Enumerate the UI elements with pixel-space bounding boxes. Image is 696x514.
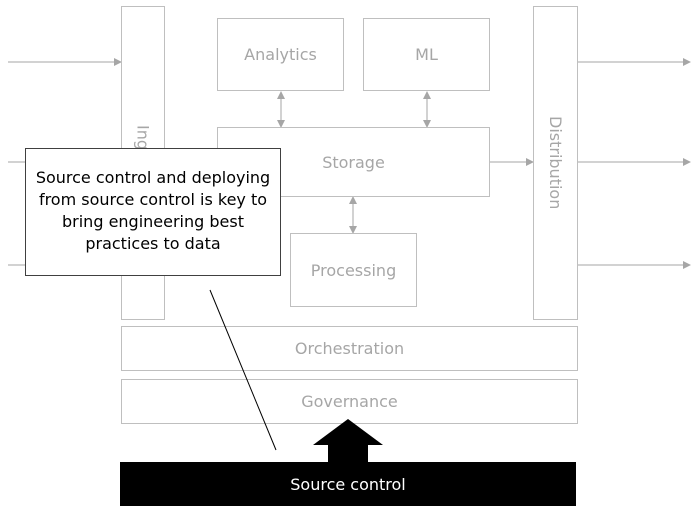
source-control-up-arrow: [313, 419, 383, 462]
callout-pointer-line: [209, 289, 277, 451]
source-control-label: Source control: [290, 474, 406, 494]
orchestration-label: Orchestration: [294, 339, 405, 358]
processing-label: Processing: [310, 260, 397, 280]
ingestion-label: Ing: [133, 125, 153, 151]
orchestration-box: Orchestration: [121, 326, 578, 371]
ml-label: ML: [415, 45, 438, 64]
analytics-box: Analytics: [217, 18, 344, 91]
processing-box: Processing: [290, 233, 417, 307]
governance-box: Governance: [121, 379, 578, 424]
analytics-label: Analytics: [244, 45, 317, 64]
storage-label: Storage: [322, 152, 385, 172]
callout-text: Source control and deploying from source…: [35, 168, 271, 253]
governance-label: Governance: [301, 392, 398, 411]
ml-box: ML: [363, 18, 490, 91]
source-control-box: Source control: [120, 462, 576, 506]
callout-box: Source control and deploying from source…: [25, 148, 281, 276]
distribution-box: Distribution: [533, 6, 578, 320]
distribution-label: Distribution: [546, 116, 565, 210]
